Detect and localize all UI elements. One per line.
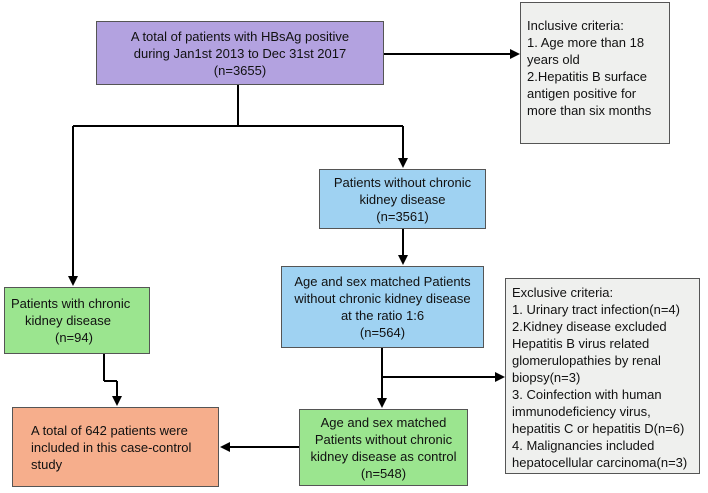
with-ckd-box: Patients with chronic kidney disease (n=… [4,287,150,354]
inclusive-line-5: more than six months [527,103,652,118]
exclusive-line-1: 1. Urinary tract infection(n=4) [512,302,680,317]
inclusive-line-2: years old [527,52,580,67]
exclusive-line-2: 2.Kidney disease excluded [512,319,667,334]
matched-line-2: without chronic kidney disease [294,291,471,306]
final-line-2: included in this case-control [31,440,192,455]
exclusive-line-3: Hepatitis B virus related [512,336,650,351]
inclusive-line-3: 2.Hepatitis B surface [527,69,647,84]
inclusive-line-1: 1. Age more than 18 [527,35,645,50]
control-group-box: Age and sex matched Patients without chr… [299,409,468,486]
total-patients-line-1: A total of patients with HBsAg positive [130,28,350,44]
with-ckd-line-2: kidney disease [25,313,111,328]
with-ckd-count: (n=94) [55,330,93,345]
final-line-3: study [31,457,63,472]
final-study-box: A total of 642 patients were included in… [12,407,219,487]
without-ckd-line-1: Patients without chronic [333,174,472,190]
exclusive-line-8: hepatitis C or hepatitis D(n=6) [512,421,685,436]
inclusive-title: Inclusive criteria: [527,18,624,33]
without-ckd-count: (n=3561) [376,208,429,224]
matched-patients-box: Age and sex matched Patients without chr… [281,266,484,348]
exclusive-line-5: biopsy(n=3) [512,370,581,385]
exclusive-line-6: 3. Coinfection with human [512,387,662,402]
control-count: (n=548) [360,465,407,481]
matched-line-3: at the ratio 1:6 [340,308,425,323]
exclusive-line-9: 4. Malignancies included [512,438,655,453]
control-line-2: Patients without chronic [314,431,453,447]
matched-line-1: Age and sex matched Patients [294,274,471,289]
control-line-3: kidney disease as control [310,448,457,464]
final-line-1: A total of 642 patients were [31,423,188,438]
exclusive-line-4: glomerulopathies by renal [512,353,661,368]
inclusive-criteria-box: Inclusive criteria: 1. Age more than 18 … [520,2,670,144]
control-line-1: Age and sex matched [320,414,447,430]
exclusive-criteria-box: Exclusive criteria: 1. Urinary tract inf… [505,278,700,474]
total-patients-count: (n=3655) [213,62,267,78]
exclusive-title: Exclusive criteria: [512,285,614,300]
without-ckd-box: Patients without chronic kidney disease … [319,169,486,229]
without-ckd-line-2: kidney disease [359,191,446,207]
exclusive-line-7: immunodeficiency virus, [512,404,651,419]
total-patients-line-2: during Jan1st 2013 to Dec 31st 2017 [133,45,347,61]
exclusive-line-10: hepatocellular carcinoma(n=3) [512,455,688,470]
inclusive-line-4: antigen positive for [527,86,637,101]
matched-count: (n=564) [359,325,406,340]
with-ckd-line-1: Patients with chronic [11,296,131,311]
total-patients-box: A total of patients with HBsAg positive … [96,21,384,85]
